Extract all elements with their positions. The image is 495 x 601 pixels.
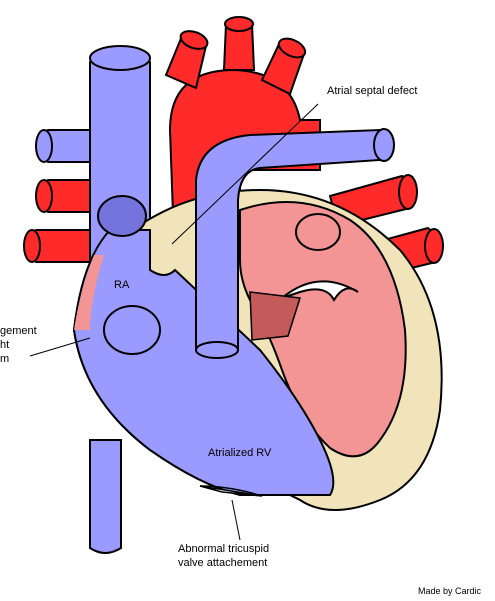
right-atrium bbox=[72, 195, 335, 496]
tricuspid-pointer-line bbox=[231, 499, 241, 541]
asd-pointer-line bbox=[171, 103, 319, 245]
label-ra: RA bbox=[114, 279, 130, 291]
enlargement-pointer-line bbox=[29, 337, 91, 357]
label-atrialized-rv: Atrialized RV bbox=[208, 447, 272, 459]
label-enlargement-line2: ht bbox=[0, 339, 9, 351]
coronary-sinus-opening bbox=[103, 305, 161, 355]
label-atrial-septal-defect: Atrial septal defect bbox=[327, 85, 418, 97]
left-pulmonary-veins bbox=[23, 179, 105, 263]
label-abnormal-tricuspid-line2: valve attachement bbox=[178, 557, 267, 569]
left-pulmonary-artery bbox=[35, 129, 105, 163]
svc-opening bbox=[97, 195, 147, 237]
credit-text: Made by Cardic bbox=[418, 586, 482, 596]
label-abnormal-tricuspid-line1: Abnormal tricuspid bbox=[178, 543, 269, 555]
label-enlargement-line1: gement bbox=[0, 325, 37, 337]
displaced-leaflet bbox=[199, 485, 263, 497]
pulmonary-trunk bbox=[195, 128, 395, 359]
left-heart-chambers bbox=[239, 201, 407, 458]
label-enlargement-line3: m bbox=[0, 353, 9, 365]
tricuspid-valve bbox=[249, 291, 301, 341]
inferior-vena-cava bbox=[89, 439, 122, 554]
